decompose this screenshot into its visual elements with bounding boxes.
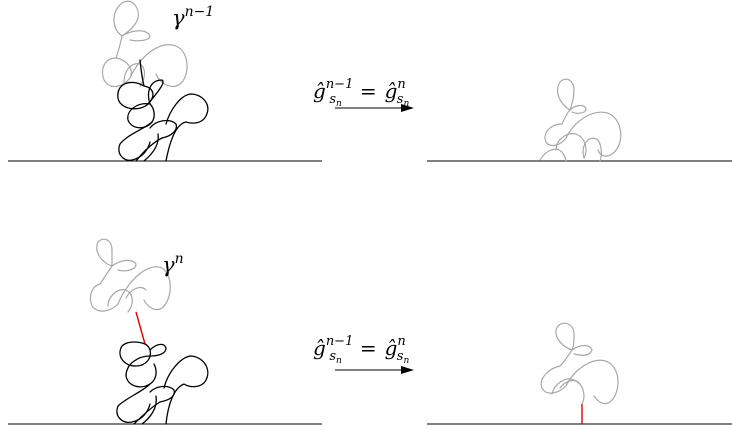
top-map-lhs-sup: n−1 — [326, 77, 354, 92]
bottom-map-lhs-base: ĝ — [313, 336, 326, 360]
top-map-lhs-base: ĝ — [313, 79, 326, 103]
top-map-rhs-base: ĝ — [385, 79, 398, 103]
top-right-grey-curve — [539, 78, 622, 162]
top-curve-label: γn−1 — [172, 4, 214, 30]
bottom-grey-curve — [89, 238, 171, 313]
top-map-lhs-subsub: n — [336, 99, 342, 109]
bottom-map-rhs-subsub: n — [403, 356, 409, 366]
bottom-curve-label: γn — [162, 251, 184, 277]
bottom-map-lhs-sup: n−1 — [326, 334, 354, 349]
top-curve-label-base: γ — [172, 6, 185, 30]
bottom-map-rhs-base: ĝ — [385, 336, 398, 360]
top-map-rhs-sub: s — [397, 92, 404, 107]
bottom-curve-label-sup: n — [175, 251, 184, 267]
top-map-lhs-sub: s — [329, 92, 336, 107]
bottom-black-curve — [116, 341, 209, 425]
bottom-map-lhs-sub: s — [329, 349, 336, 364]
bottom-map-lhs-subsub: n — [336, 356, 342, 366]
top-map-rhs-subsub: n — [403, 99, 409, 109]
bottom-map-rhs-sub: s — [397, 349, 404, 364]
bottom-map-eq: = — [360, 336, 377, 360]
top-map-eq: = — [360, 79, 377, 103]
bottom-map-rhs-sup: n — [397, 334, 405, 349]
top-grey-curve — [101, 0, 188, 88]
top-arrow — [335, 104, 414, 112]
bottom-left-red-segment — [135, 311, 146, 345]
bottom-arrow — [335, 366, 414, 374]
top-curve-label-sup: n−1 — [185, 4, 215, 20]
top-black-curve — [117, 59, 209, 162]
top-map-rhs-sup: n — [397, 77, 405, 92]
bottom-right-grey-curve — [540, 322, 619, 405]
bottom-curve-label-base: γ — [162, 253, 175, 277]
